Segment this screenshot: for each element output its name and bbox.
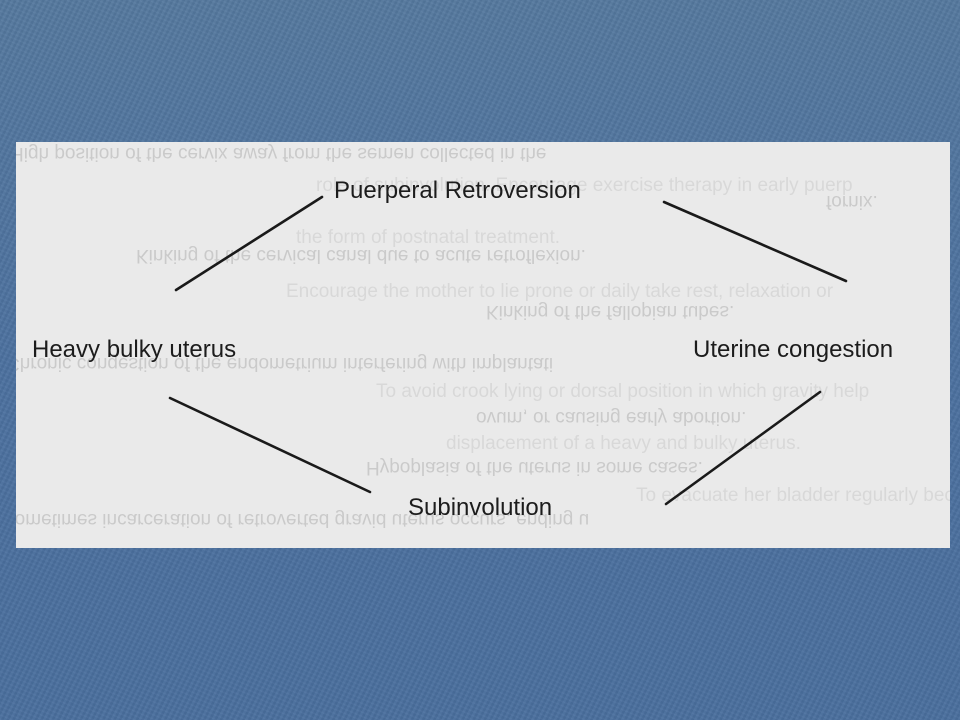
node-heavy-bulky-uterus: Heavy bulky uterus — [32, 336, 237, 363]
node-uterine-congestion: Uterine congestion — [693, 336, 894, 363]
edge-right-to-bottom — [664, 390, 822, 506]
edge-left-to-bottom — [168, 396, 372, 494]
edge-top-to-left — [174, 195, 324, 292]
node-subinvolution: Subinvolution — [408, 494, 553, 521]
scanned-diagram-panel: High position of the cervix away from th… — [16, 142, 950, 548]
edge-top-to-right — [662, 200, 848, 283]
diagram-connectors — [168, 195, 848, 506]
node-puerperal-retroversion: Puerperal Retroversion — [334, 177, 581, 204]
